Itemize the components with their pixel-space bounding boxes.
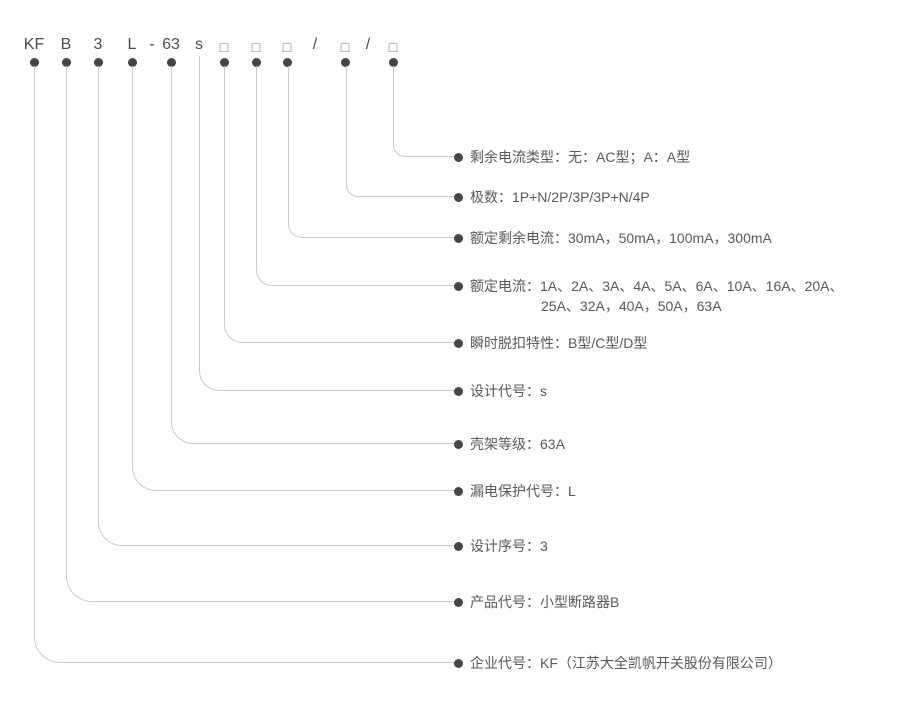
code-slash: / [312, 36, 318, 53]
label-design-code: 设计代号：s [470, 383, 547, 399]
label-bullet [454, 193, 463, 202]
code-segment-3: 3 [93, 36, 103, 53]
code-segment-b: B [60, 36, 72, 53]
code-dot [389, 58, 398, 67]
connector-enterprise-code [34, 66, 454, 663]
label-residual-current-type: 剩余电流类型：无：AC型；A：A型 [470, 149, 691, 165]
code-dot [167, 58, 176, 67]
label-poles: 极数：1P+N/2P/3P/3P+N/4P [470, 189, 650, 205]
label-bullet [454, 440, 463, 449]
label-bullet [454, 659, 463, 668]
connector-design-code [199, 56, 454, 391]
label-enterprise-code: 企业代号：KF（江苏大全凯帆开关股份有限公司） [470, 655, 782, 671]
connector-trip-characteristic [224, 66, 454, 343]
code-slash: / [365, 36, 371, 53]
label-bullet [454, 487, 463, 496]
placeholder-square-icon: □ [219, 39, 229, 55]
code-segment-63: 63 [162, 36, 180, 53]
connector-poles [346, 66, 454, 197]
code-dot [341, 58, 350, 67]
code-dot [62, 58, 71, 67]
label-leakage-protection-code: 漏电保护代号：L [470, 483, 576, 499]
label-bullet [454, 234, 463, 243]
code-dot [283, 58, 292, 67]
connector-residual-current-type [393, 66, 454, 157]
placeholder-square-icon: □ [340, 39, 350, 55]
connector-rated-current [256, 66, 454, 286]
code-dot [128, 58, 137, 67]
connector-rated-residual-current [288, 66, 454, 238]
label-rated-residual-current: 额定剩余电流：30mA，50mA，100mA，300mA [470, 230, 772, 246]
code-segment-l: L [127, 36, 137, 53]
label-bullet [454, 542, 463, 551]
label-frame-rating: 壳架等级：63A [470, 436, 565, 452]
placeholder-square-icon: □ [251, 39, 261, 55]
label-bullet [454, 339, 463, 348]
label-bullet [454, 282, 463, 291]
label-design-serial: 设计序号：3 [470, 538, 548, 554]
placeholder-square-icon: □ [388, 39, 398, 55]
code-dot [252, 58, 261, 67]
placeholder-square-icon: □ [282, 39, 292, 55]
label-bullet [454, 598, 463, 607]
label-rated-current-line2: 25A、32A，40A，50A，63A [541, 298, 722, 314]
label-trip-characteristic: 瞬时脱扣特性：B型/C型/D型 [470, 335, 648, 351]
label-rated-current-line1: 额定电流：1A、2A、3A、4A、5A、6A、10A、16A、20A、 [470, 278, 844, 294]
connector-product-code [66, 66, 454, 602]
code-segment-s: s [195, 36, 203, 53]
label-bullet [454, 387, 463, 396]
code-segment-kf: KF [23, 36, 45, 53]
code-hyphen: - [149, 36, 155, 53]
label-bullet [454, 153, 463, 162]
code-dot [94, 58, 103, 67]
connector-frame-rating [171, 66, 454, 444]
label-product-code: 产品代号：小型断路器B [470, 594, 620, 610]
connector-design-serial [98, 66, 454, 546]
code-dot [30, 58, 39, 67]
connector-leakage-protection-code [132, 66, 454, 491]
code-dot [220, 58, 229, 67]
